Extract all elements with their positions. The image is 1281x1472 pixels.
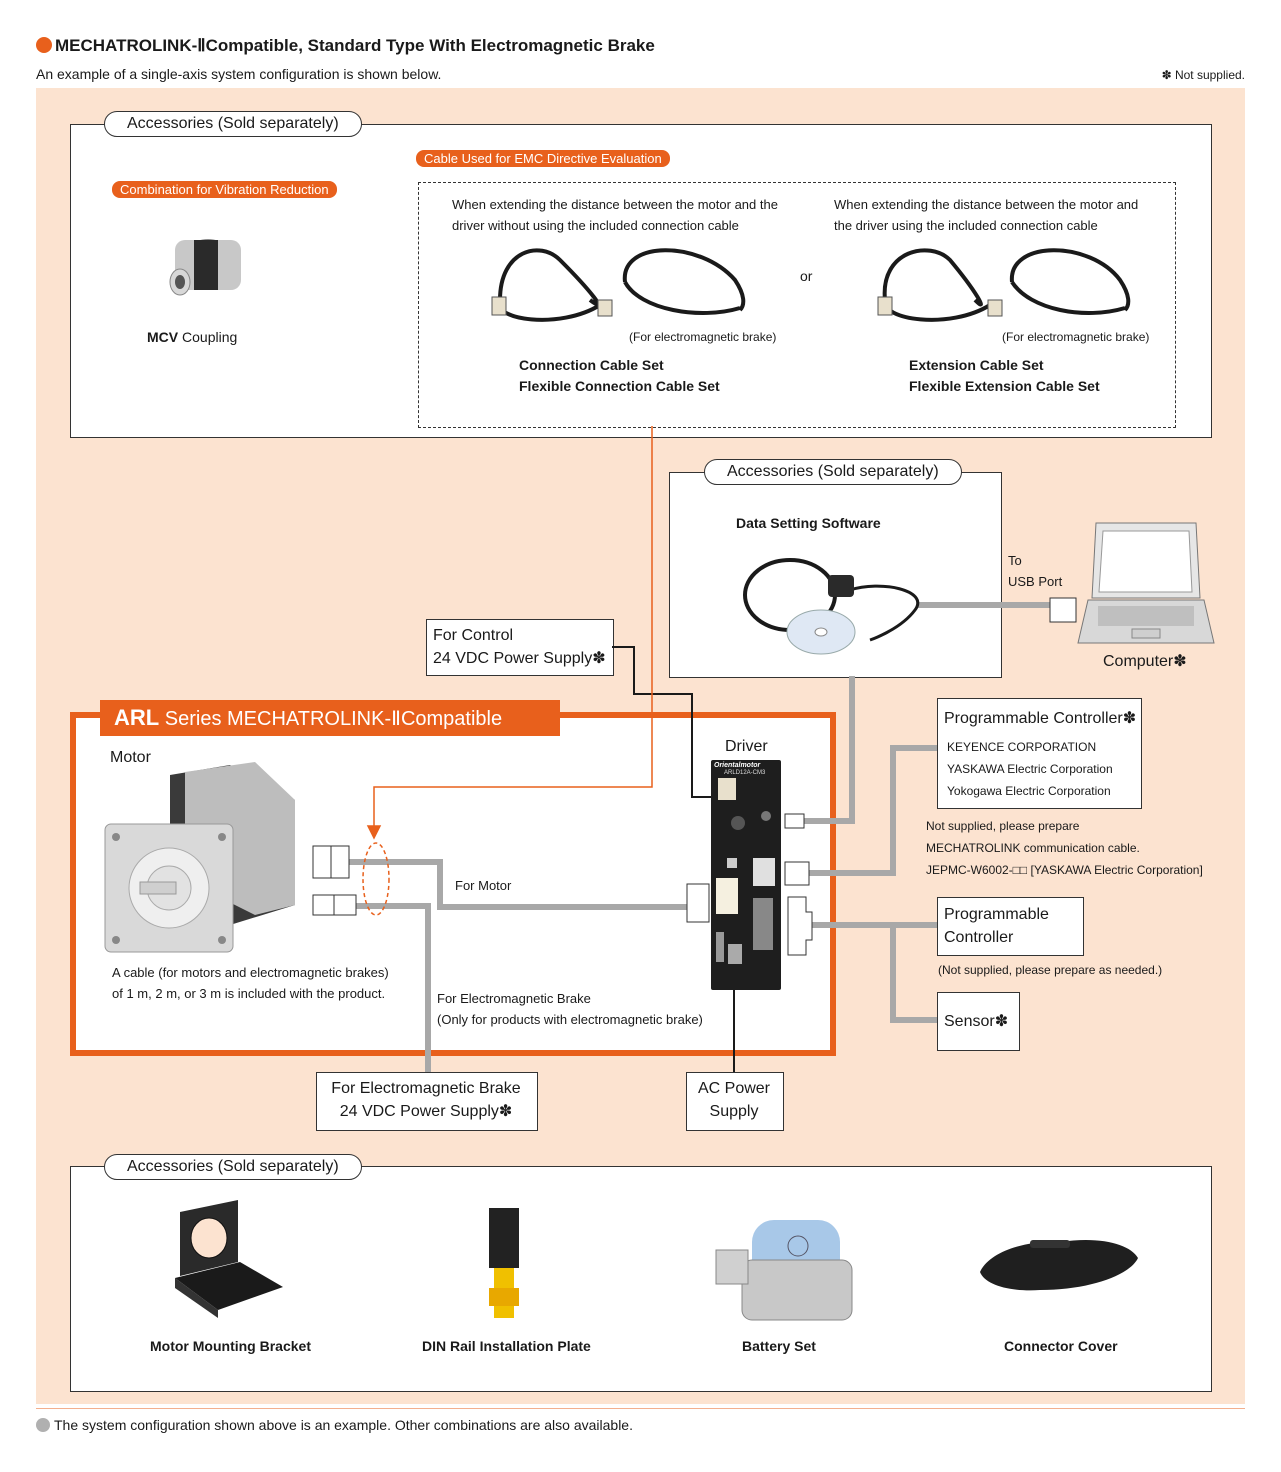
computer-label: Computer✽ [1103, 653, 1187, 670]
driver-brand: Orientalmotor [714, 762, 761, 769]
connection-cable-icon [497, 248, 746, 322]
software-to-driver-wire [804, 676, 855, 824]
control-power-wire [612, 646, 722, 798]
not-supplied-legend: ✽ Not supplied. [1161, 68, 1245, 82]
plc-maker-keyence: KEYENCE CORPORATION [947, 740, 1097, 754]
connector-cover-icon [980, 1239, 1138, 1291]
data-setting-software-label: Data Setting Software [736, 515, 881, 531]
plc-maker-yaskawa: YASKAWA Electric Corporation [947, 762, 1113, 776]
bottom-accessories-label: Accessories (Sold separately) [104, 1154, 362, 1180]
emc-right-description: When extending the distance between the … [834, 197, 1139, 233]
top-accessories-box [70, 124, 1212, 438]
connectors [312, 597, 1077, 956]
emc-left-description: When extending the distance between the … [452, 197, 778, 233]
vibration-reduction-tag: Combination for Vibration Reduction [112, 181, 337, 198]
driver-icon [711, 760, 781, 990]
plc1-wire [809, 745, 937, 876]
din-rail-plate-label: DIN Rail Installation Plate [422, 1338, 591, 1354]
motor-label: Motor [110, 749, 151, 766]
page-subtitle: An example of a single-axis system confi… [36, 66, 442, 82]
battery-set-icon [715, 1220, 853, 1321]
driver-model: ARLD12A-CM3 [724, 770, 766, 776]
mcv-coupling-icon [169, 239, 241, 296]
software-accessories-label: Accessories (Sold separately) [704, 459, 962, 485]
plc-maker-list: KEYENCE CORPORATION YASKAWA Electric Cor… [947, 736, 1113, 802]
footer-divider [36, 1408, 1245, 1409]
plc-maker-yokogawa: Yokogawa Electric Corporation [947, 784, 1111, 798]
brake-power-supply-box [316, 1072, 538, 1131]
brake-note-left: (For electromagnetic brake) [629, 330, 777, 344]
motor-power-wire [349, 859, 688, 910]
plc-mechatrolink-box [937, 698, 1142, 809]
emc-dashed-box [418, 182, 1176, 428]
for-motor-label: For Motor [455, 878, 512, 893]
brake-cable-note: For Electromagnetic Brake(Only for produ… [437, 991, 703, 1027]
brake-note-right: (For electromagnetic brake) [1002, 330, 1150, 344]
plc-io-box [937, 897, 1084, 956]
emc-indicator [362, 426, 653, 916]
brake-wire [356, 903, 431, 1072]
connector-cover-label: Connector Cover [1004, 1338, 1118, 1354]
din-rail-plate-icon [489, 1208, 519, 1318]
software-cd-icon [743, 558, 920, 655]
page-title: MECHATROLINK-ⅡCompatible, Standard Type … [36, 36, 655, 56]
battery-set-label: Battery Set [742, 1338, 816, 1354]
footer-bullet [36, 1418, 50, 1432]
arl-series-header: ARL Series MECHATROLINK-ⅡCompatible [100, 700, 560, 736]
motor-icon [104, 762, 295, 953]
motor-mounting-bracket-icon [175, 1200, 283, 1318]
plc-mechatrolink-title: Programmable Controller✽ [944, 710, 1137, 727]
footer-note: The system configuration shown above is … [36, 1417, 633, 1433]
ac-power-supply-box [686, 1072, 784, 1131]
or-label: or [800, 268, 813, 284]
top-accessories-label: Accessories (Sold separately) [104, 111, 362, 137]
included-cable-note: A cable (for motors and electromagnetic … [112, 965, 389, 1001]
wires [349, 602, 1050, 1072]
computer-icon [1077, 522, 1215, 644]
plc-io-note: (Not supplied, please prepare as needed.… [938, 963, 1163, 977]
motor-mounting-bracket-label: Motor Mounting Bracket [150, 1338, 311, 1354]
driver-label: Driver [725, 738, 768, 755]
sensor-wire [890, 925, 937, 1023]
bullet-dot [36, 37, 52, 53]
coupling-label: MCV Coupling [147, 329, 238, 345]
extension-cable-icon [882, 248, 1131, 322]
emc-cable-tag: Cable Used for EMC Directive Evaluation [416, 150, 670, 167]
sensor-box [937, 992, 1020, 1051]
sensor-label: Sensor✽ [944, 1013, 1009, 1030]
